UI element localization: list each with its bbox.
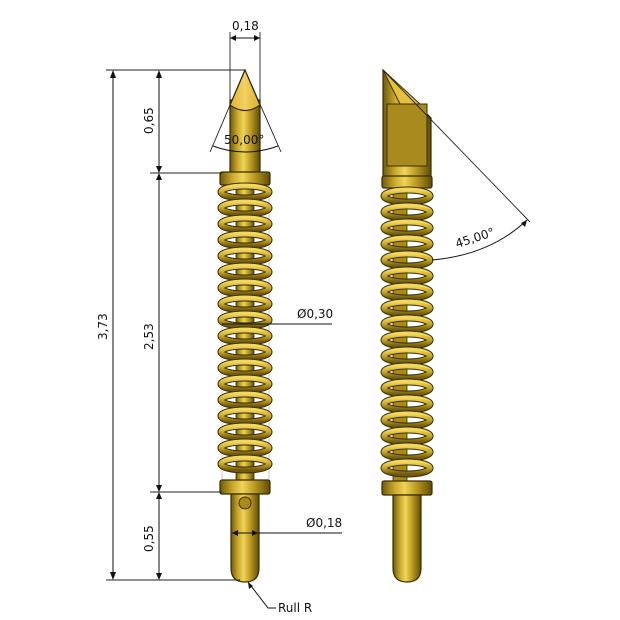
dim-spring-length: 2,53	[142, 323, 156, 350]
dim-total-length: 3,73	[96, 313, 110, 340]
dim-tip-length: 0,65	[142, 107, 156, 134]
dimension-lines	[106, 32, 531, 609]
front-view	[217, 68, 273, 583]
dim-plunger-length: 0,55	[142, 525, 156, 552]
tip-cone	[229, 68, 261, 112]
dim-bevel-angle: 45,00°	[454, 225, 497, 251]
side-spring-coils	[380, 186, 434, 474]
dim-tip-angle: 50,00°	[224, 133, 264, 147]
plunger-hole	[238, 496, 252, 510]
dim-tip-width: 0,18	[232, 19, 259, 33]
spring-coils	[217, 182, 273, 470]
tip-shaft	[229, 99, 261, 177]
side-view	[380, 68, 434, 583]
dim-plunger-diameter: Ø0,18	[306, 516, 342, 530]
dim-spring-diameter: Ø0,30	[297, 307, 333, 321]
side-plunger	[392, 494, 422, 583]
dim-end-radius: Rull R	[278, 601, 312, 615]
lower-collar	[219, 479, 271, 495]
plunger	[230, 493, 260, 583]
